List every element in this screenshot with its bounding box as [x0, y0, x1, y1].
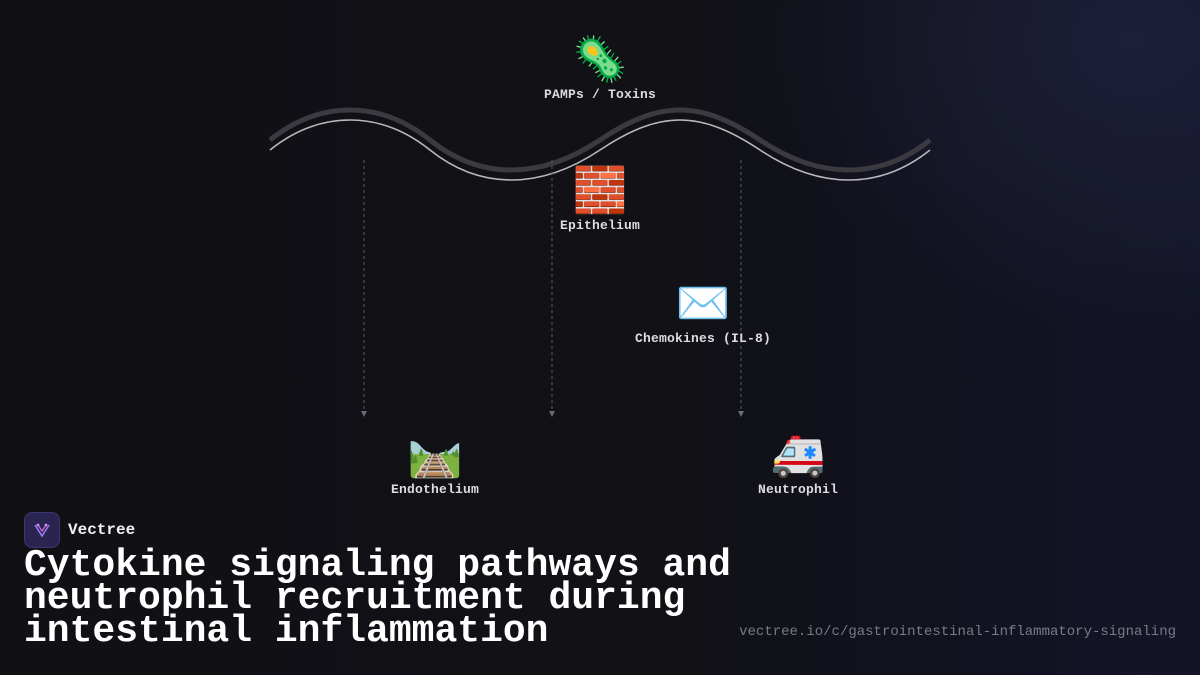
envelope-icon: ✉️ [675, 278, 731, 329]
ambulance-icon: 🚑 [770, 429, 826, 480]
node-label-epithelium: Epithelium [559, 218, 641, 233]
node-label-pamps: PAMPs / Toxins [543, 87, 657, 102]
node-neutrophil: 🚑 Neutrophil [757, 429, 839, 498]
connector-arrow-middle [549, 411, 555, 417]
node-label-chemokines: Chemokines (IL-8) [634, 331, 772, 346]
node-chemokines: ✉️ Chemokines (IL-8) [634, 278, 772, 347]
brick-wall-icon: 🧱 [572, 165, 628, 216]
node-label-neutrophil: Neutrophil [757, 482, 839, 497]
connector-arrow-left [361, 411, 367, 417]
source-url: vectree.io/c/gastrointestinal-inflammato… [739, 624, 1176, 640]
node-label-endothelium: Endothelium [390, 482, 480, 497]
page-title: Cytokine signaling pathways and neutroph… [24, 544, 731, 653]
vectree-logo-icon [24, 512, 60, 548]
connector-arrow-right [738, 411, 744, 417]
brand: Vectree [24, 512, 135, 548]
barrier-wave-light [269, 119, 931, 181]
railway-track-icon: 🛤️ [407, 429, 463, 480]
microbe-icon: 🦠 [572, 34, 628, 85]
brand-name: Vectree [68, 521, 136, 539]
barrier-wave-dark [268, 107, 932, 173]
node-pamps: 🦠 PAMPs / Toxins [543, 34, 657, 103]
node-endothelium: 🛤️ Endothelium [390, 429, 480, 498]
node-epithelium: 🧱 Epithelium [559, 165, 641, 234]
